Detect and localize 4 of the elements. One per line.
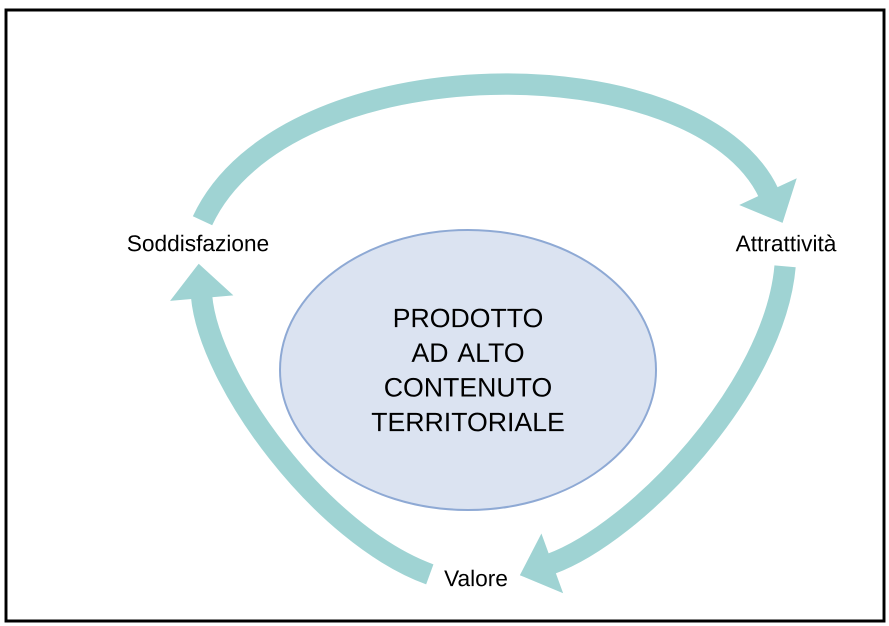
cycle-label: Attrattività xyxy=(736,234,836,252)
cycle-label: Soddisfazione xyxy=(128,234,268,252)
block-arrow xyxy=(194,74,797,227)
cycle-label: Valore xyxy=(444,570,507,586)
